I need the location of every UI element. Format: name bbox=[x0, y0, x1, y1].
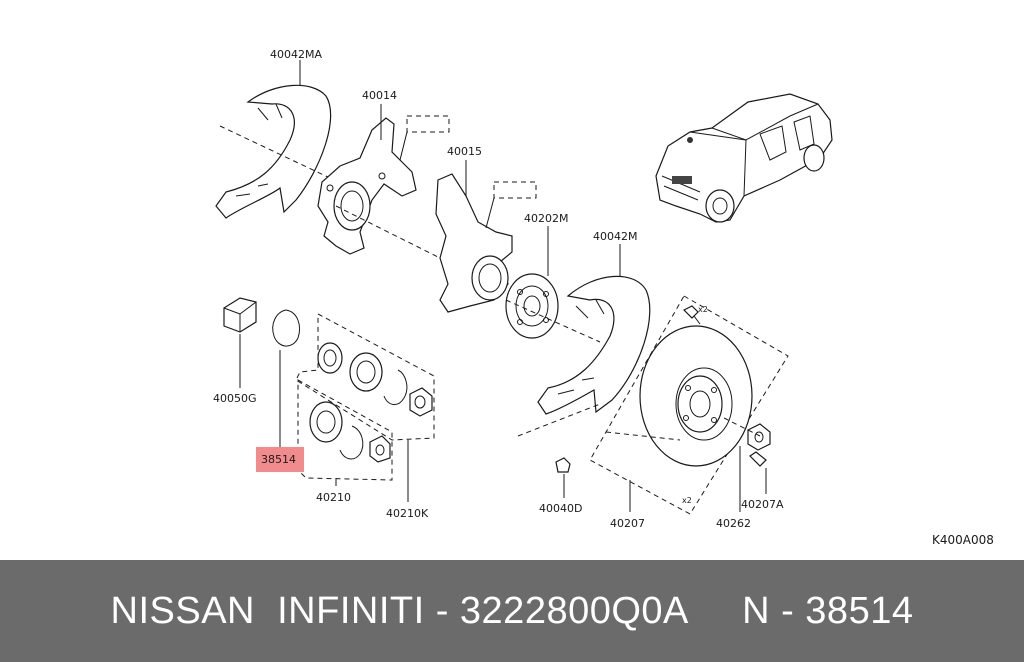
steering-knuckle-40014 bbox=[317, 104, 450, 255]
label-40210K: 40210K bbox=[386, 507, 429, 520]
label-40015: 40015 bbox=[447, 145, 482, 158]
label-40040D: 40040D bbox=[539, 502, 582, 515]
label-40042M: 40042M bbox=[593, 230, 637, 243]
brake-rotor-40206: x2 x2 bbox=[589, 295, 789, 515]
wheel-hub-40202M bbox=[505, 226, 601, 343]
assembly-line bbox=[723, 417, 761, 437]
footer-text: NISSAN INFINITI - 3222800Q0A N - 38514 bbox=[110, 589, 914, 632]
screw-40040D bbox=[555, 457, 571, 498]
splash-guard-lower bbox=[517, 244, 651, 437]
snap-ring-38514 bbox=[272, 309, 300, 448]
wheel-bearing-40210 bbox=[297, 379, 393, 486]
label-38514: 38514 bbox=[261, 453, 296, 466]
steering-knuckle-40015 bbox=[335, 160, 537, 313]
svg-text:x2: x2 bbox=[698, 305, 708, 314]
footer-banner: NISSAN INFINITI - 3222800Q0A N - 38514 bbox=[0, 560, 1024, 662]
parts-diagram: x2 x2 40042MA 40014 bbox=[213, 48, 994, 547]
exploded-view-svg: x2 x2 40042MA 40014 bbox=[213, 48, 994, 547]
label-40262: 40262 bbox=[716, 517, 751, 530]
label-40207: 40207 bbox=[610, 517, 645, 530]
bearing-kit-40210K bbox=[295, 313, 435, 502]
hub-bolt-40207A bbox=[749, 451, 767, 494]
car-grille bbox=[672, 176, 692, 184]
assembly-line bbox=[605, 431, 681, 441]
grease-cap-40050G bbox=[223, 297, 257, 388]
splash-guard-upper bbox=[215, 60, 332, 219]
label-40042MA: 40042MA bbox=[270, 48, 322, 61]
label-40050G: 40050G bbox=[213, 392, 257, 405]
label-40207A: 40207A bbox=[741, 498, 784, 511]
label-40014: 40014 bbox=[362, 89, 397, 102]
hub-nut-40262 bbox=[739, 423, 771, 512]
highlight-box bbox=[256, 447, 304, 472]
figure-reference: K400A008 bbox=[932, 533, 994, 547]
car-illustration bbox=[655, 93, 833, 223]
quantity-mark: x2 bbox=[682, 496, 692, 505]
label-40202M: 40202M bbox=[524, 212, 568, 225]
hub-bolt-40207 bbox=[682, 305, 701, 325]
label-40210: 40210 bbox=[316, 491, 351, 504]
